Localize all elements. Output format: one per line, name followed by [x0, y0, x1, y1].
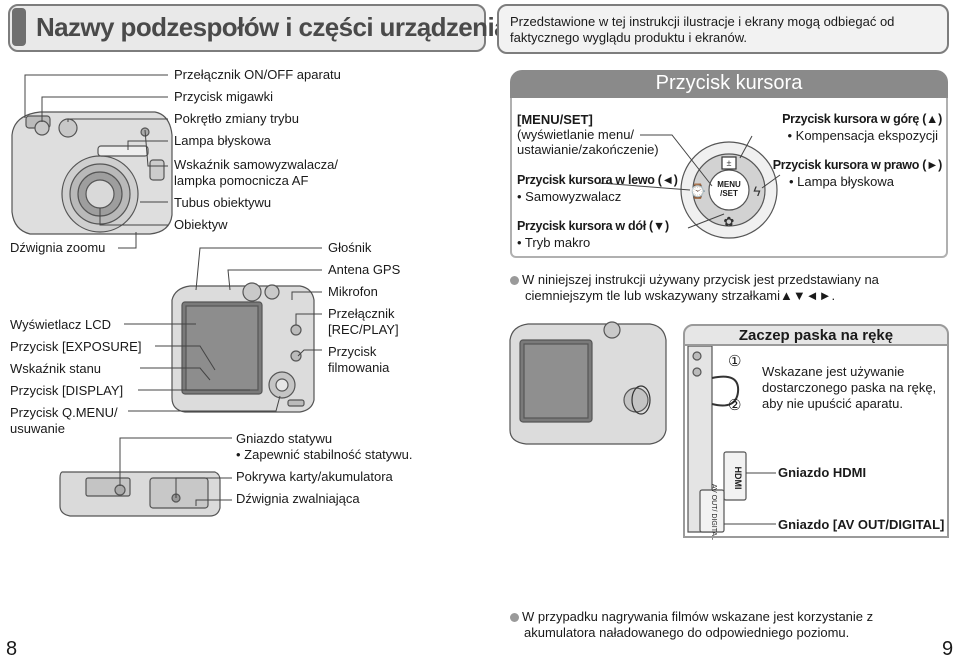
- footer-note-line2: akumulatora naładowanego do odpowiednieg…: [524, 625, 850, 640]
- cursor-panel-title: Przycisk kursora: [655, 72, 803, 94]
- cursor-pad-leaders: [599, 134, 781, 229]
- label-onoff: Przełącznik ON/OFF aparatu: [174, 67, 341, 82]
- label-lens: Obiektyw: [174, 217, 228, 232]
- cursor-down-item: • Tryb makro: [517, 235, 591, 250]
- strap-panel-body: [683, 346, 949, 538]
- label-release: Dźwignia zwalniająca: [236, 491, 360, 506]
- strap-step-2: ②: [728, 397, 742, 414]
- page-number-left: 8: [6, 638, 18, 660]
- menu-set-button-line2: /SET: [720, 189, 738, 198]
- strap-text-1: Wskazane jest używanie: [762, 364, 905, 379]
- camera-side-illustration: [509, 321, 667, 445]
- label-zoom-lever: Dźwignia zoomu: [10, 240, 106, 255]
- label-mode-dial: Pokrętło zmiany trybu: [174, 111, 299, 126]
- label-av-out: Gniazdo [AV OUT/DIGITAL]: [778, 517, 945, 532]
- leader-lines-front: [24, 74, 168, 249]
- header-note: Przedstawione w tej instrukcji ilustracj…: [510, 14, 895, 45]
- label-qmenu-2: usuwanie: [10, 421, 65, 436]
- label-lens-barrel: Tubus obiektywu: [174, 195, 272, 210]
- label-qmenu-1: Przycisk Q.MENU/: [10, 405, 118, 420]
- bullet-dot-icon: [510, 613, 519, 623]
- strap-closeup: HDMI AV OUT/ DIGITAL: [687, 345, 747, 540]
- label-speaker: Głośnik: [328, 240, 372, 255]
- cursor-left-label: Przycisk kursora w lewo (◄): [517, 173, 678, 187]
- cursor-up-label: Przycisk kursora w górę (▲): [782, 112, 942, 126]
- label-card-cover: Pokrywa karty/akumulatora: [236, 469, 393, 484]
- menu-set-label: [MENU/SET]: [517, 112, 593, 127]
- cursor-right-label: Przycisk kursora w prawo (►): [772, 158, 943, 172]
- label-gps: Antena GPS: [328, 262, 401, 277]
- cursor-down-label: Przycisk kursora w dół (▼): [517, 219, 669, 233]
- camera-bottom-illustration: [59, 471, 221, 517]
- svg-text:✿: ✿: [724, 214, 735, 229]
- leader-lines-back: [124, 247, 322, 412]
- cursor-note-line1: W niniejszej instrukcji używany przycisk…: [522, 272, 879, 287]
- label-status: Wskaźnik stanu: [10, 361, 102, 376]
- svg-text:⌚: ⌚: [689, 183, 706, 200]
- label-tripod: Gniazdo statywu: [236, 431, 333, 446]
- cursor-pad-illustration: ± ⌚ ϟ ✿: [680, 141, 778, 239]
- cursor-note-line2: ciemniejszym tle lub wskazywany strzałka…: [525, 288, 836, 303]
- cursor-up-item: • Kompensacja ekspozycji: [787, 128, 938, 143]
- port-leaders: [724, 472, 776, 525]
- camera-front-illustration: [11, 111, 173, 235]
- label-selftimer-2: lampka pomocnicza AF: [174, 173, 309, 188]
- cursor-panel-body: [510, 98, 948, 258]
- strap-step-1: ①: [728, 353, 742, 370]
- note-box: [497, 4, 949, 54]
- menu-set-button-text: MENU /SET: [712, 180, 746, 198]
- label-selftimer-1: Wskaźnik samowyzwalacza/: [174, 157, 338, 172]
- leader-lines-bottom: [119, 437, 232, 506]
- bullet-dot-icon: [510, 276, 519, 286]
- strap-panel-title: Zaczep paska na rękę: [738, 327, 894, 344]
- cursor-left-item: • Samowyzwalacz: [517, 189, 622, 204]
- label-recplay-1: Przełącznik: [328, 306, 395, 321]
- av-mark: AV OUT/ DIGITAL: [710, 484, 717, 540]
- svg-text:ϟ: ϟ: [753, 183, 761, 199]
- label-tripod-note: • Zapewnić stabilność statywu.: [236, 447, 413, 462]
- label-mic: Mikrofon: [328, 284, 378, 299]
- title-tab-marker: [12, 8, 26, 46]
- cursor-panel-header: [510, 70, 948, 98]
- label-shutter: Przycisk migawki: [174, 89, 273, 104]
- label-flash: Lampa błyskowa: [174, 133, 271, 148]
- strap-text-2: dostarczonego paska na rękę,: [762, 380, 937, 395]
- label-recplay-2: [REC/PLAY]: [328, 322, 399, 337]
- label-movie-2: filmowania: [328, 360, 390, 375]
- menu-set-desc-1: (wyświetlanie menu/: [517, 127, 635, 142]
- strap-text-3: aby nie upuścić aparatu.: [762, 396, 903, 411]
- label-exposure: Przycisk [EXPOSURE]: [10, 339, 142, 354]
- title-box: [8, 4, 486, 52]
- label-display: Przycisk [DISPLAY]: [10, 383, 124, 398]
- footer-note-line1: W przypadku nagrywania filmów wskazane j…: [522, 609, 874, 624]
- hdmi-mark: HDMI: [733, 467, 743, 490]
- svg-text:±: ±: [727, 158, 732, 168]
- cursor-right-item: • Lampa błyskowa: [789, 174, 894, 189]
- footer-note-1: W przypadku nagrywania filmów wskazane j…: [510, 609, 873, 625]
- label-lcd: Wyświetlacz LCD: [10, 317, 112, 332]
- label-movie-1: Przycisk: [328, 344, 377, 359]
- cursor-note-1: W niniejszej instrukcji używany przycisk…: [510, 272, 879, 288]
- page-number-right: 9: [942, 638, 954, 660]
- menu-set-desc-2: ustawianie/zakończenie): [517, 142, 659, 157]
- page-title: Nazwy podzespołów i części urządzenia: [36, 12, 509, 42]
- menu-set-button-line1: MENU: [717, 180, 741, 189]
- strap-panel-header: [683, 324, 949, 346]
- camera-back-illustration: [171, 282, 315, 413]
- label-hdmi: Gniazdo HDMI: [778, 465, 867, 480]
